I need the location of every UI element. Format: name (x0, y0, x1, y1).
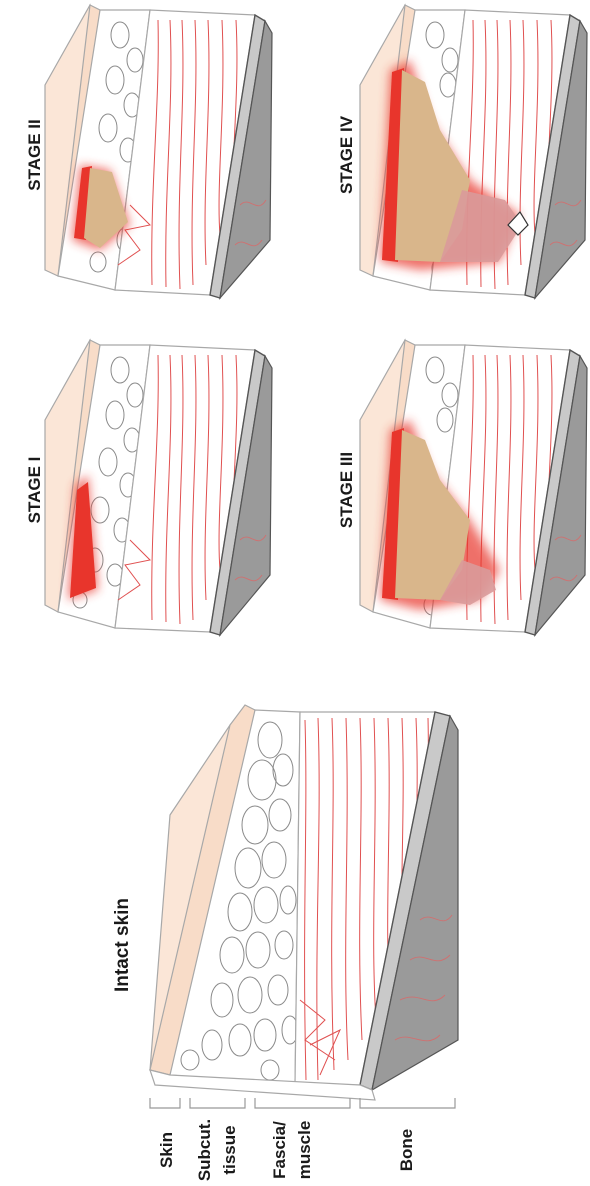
legend-subcut-1: Subcut. (195, 1119, 214, 1181)
stage2-title: STAGE II (25, 119, 44, 190)
intact-skin-panel: Intact skin (112, 704, 459, 1101)
intact-skin-title: Intact skin (112, 898, 133, 992)
legend-bone: Bone (397, 1129, 416, 1172)
stage4-title: STAGE IV (337, 115, 356, 194)
stage2-panel: STAGE II (25, 3, 273, 301)
stage4-bone-exposure (507, 211, 529, 236)
intact-bone-inner (371, 714, 459, 1092)
legend-skin: Skin (157, 1132, 176, 1168)
stage1-title: STAGE I (25, 457, 44, 524)
stage4-panel: STAGE IV (337, 3, 588, 301)
intact-bone-fibers (394, 914, 453, 1042)
layer-legend: Skin Subcut. tissue Fascia/ muscle Bone (149, 1098, 456, 1181)
stage3-title: STAGE III (337, 452, 356, 528)
stage1-panel: STAGE I (25, 338, 273, 638)
stage2-wound (84, 168, 128, 248)
legend-subcut-2: tissue (220, 1125, 239, 1174)
stage3-muscle-damage (440, 560, 496, 605)
stage4-muscle-damage (440, 190, 522, 262)
intact-front-face (149, 1069, 376, 1101)
intact-fat-cells (180, 721, 299, 1081)
legend-fascia-2: muscle (295, 1121, 314, 1180)
stage1-wound (70, 482, 96, 598)
stage4-wound (395, 70, 470, 262)
stage3-panel: STAGE III (337, 338, 588, 638)
stage3-wound (395, 430, 470, 600)
legend-fascia-1: Fascia/ (270, 1121, 289, 1179)
